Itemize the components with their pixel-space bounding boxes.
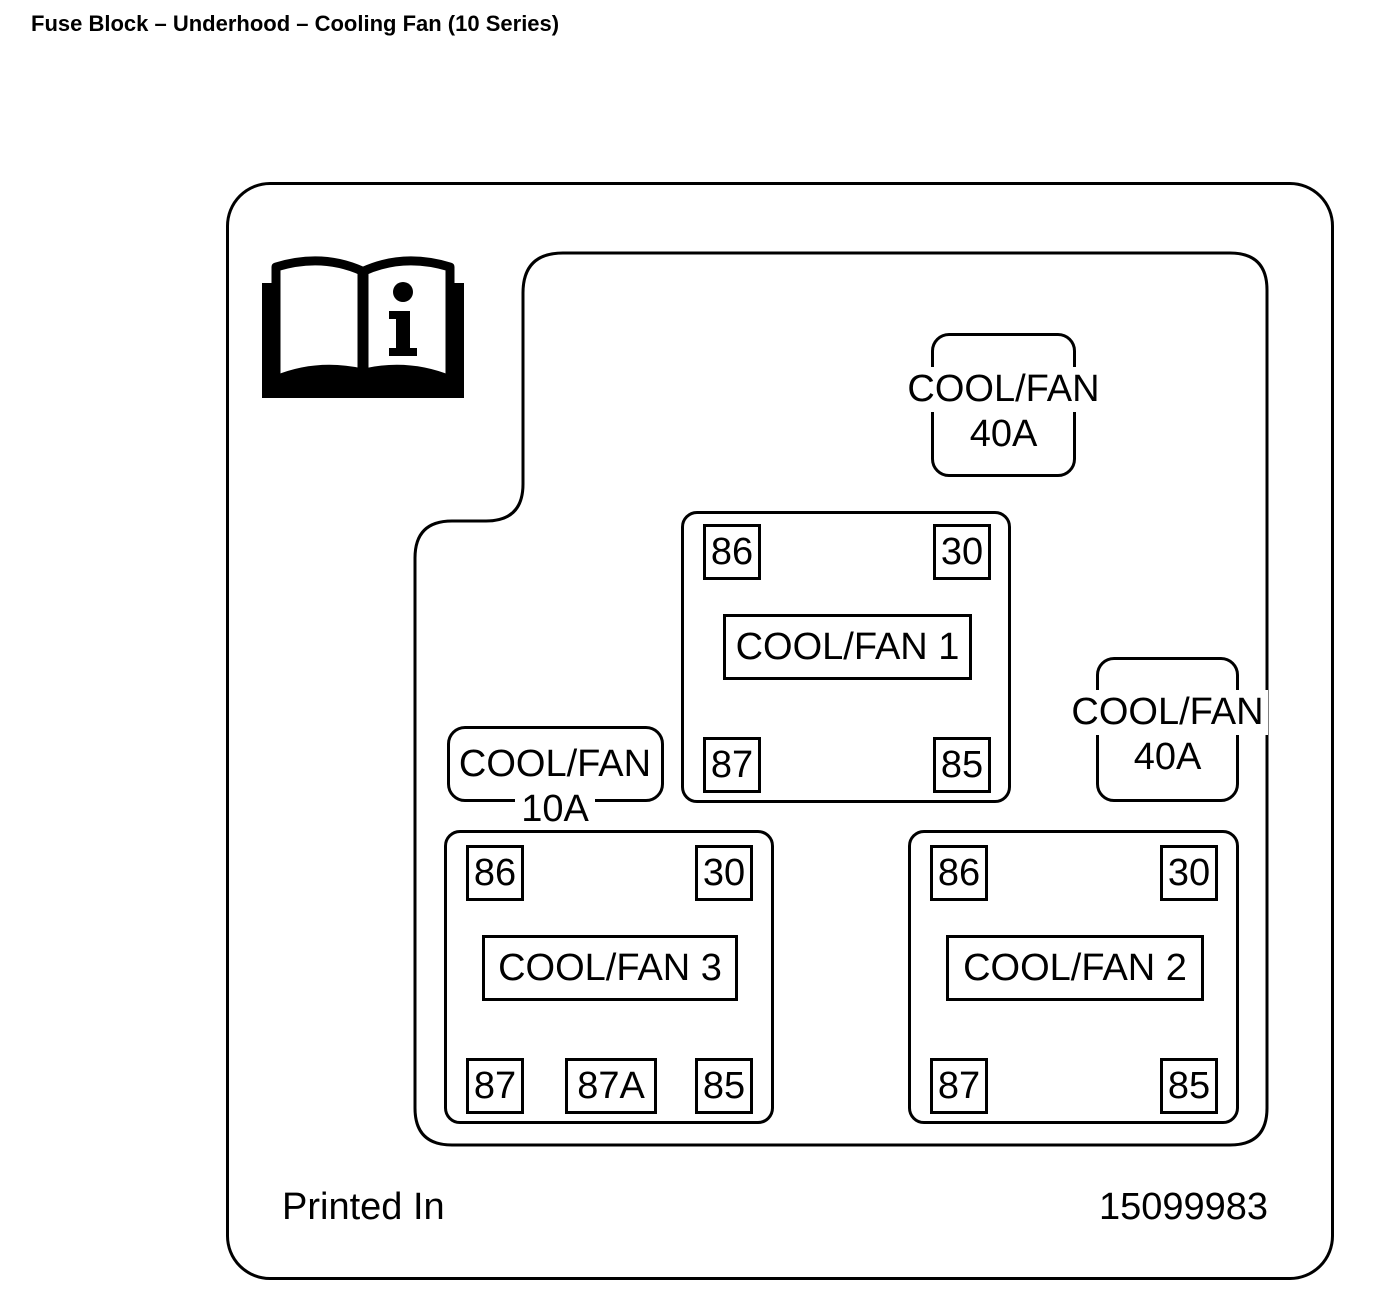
fuse-block-outline <box>226 182 1334 1280</box>
fuse-left-rating: 10A <box>515 787 595 832</box>
relay3-pin-30: 30 <box>695 845 753 901</box>
relay-cool-fan-2: 86 30 COOL/FAN 2 87 85 <box>908 830 1239 1124</box>
diagram-caption: Fuse Block – Underhood – Cooling Fan (10… <box>31 11 560 36</box>
relay3-pin-87: 87 <box>466 1058 524 1114</box>
fuse-top-text: COOL/FAN 40A <box>886 367 1121 457</box>
relay2-pin-85: 85 <box>1160 1058 1218 1114</box>
relay2-pin-87: 87 <box>930 1058 988 1114</box>
relay1-pin-87: 87 <box>703 737 761 793</box>
relay1-pin-86: 86 <box>703 524 761 580</box>
relay3-pin-86: 86 <box>466 845 524 901</box>
printed-in-label: Printed In <box>282 1186 445 1228</box>
relay3-label: COOL/FAN 3 <box>482 935 738 1001</box>
relay1-pin-30: 30 <box>933 524 991 580</box>
relay2-pin-30: 30 <box>1160 845 1218 901</box>
relay-cool-fan-3: 86 30 COOL/FAN 3 87 87A 85 <box>444 830 774 1124</box>
fuse-top-rating: 40A <box>969 413 1038 455</box>
fuse-right-text: COOL/FAN 40A <box>1050 690 1285 780</box>
fuse-left-name: COOL/FAN <box>454 742 656 787</box>
relay2-pin-86: 86 <box>930 845 988 901</box>
relay3-pin-87a: 87A <box>565 1058 657 1114</box>
manual-info-book-icon <box>262 256 464 398</box>
fuse-right-name: COOL/FAN <box>1067 690 1268 735</box>
fuse-left-text: COOL/FAN 10A <box>440 742 670 832</box>
relay3-pin-85: 85 <box>695 1058 753 1114</box>
relay1-label: COOL/FAN 1 <box>723 614 972 680</box>
relay2-label: COOL/FAN 2 <box>946 935 1204 1001</box>
relay1-pin-85: 85 <box>933 737 991 793</box>
part-number: 15099983 <box>1099 1186 1269 1228</box>
relay-cool-fan-1: 86 30 COOL/FAN 1 87 85 <box>681 511 1011 803</box>
fuse-top-name: COOL/FAN <box>903 367 1104 412</box>
fuse-right-rating: 40A <box>1133 736 1202 778</box>
